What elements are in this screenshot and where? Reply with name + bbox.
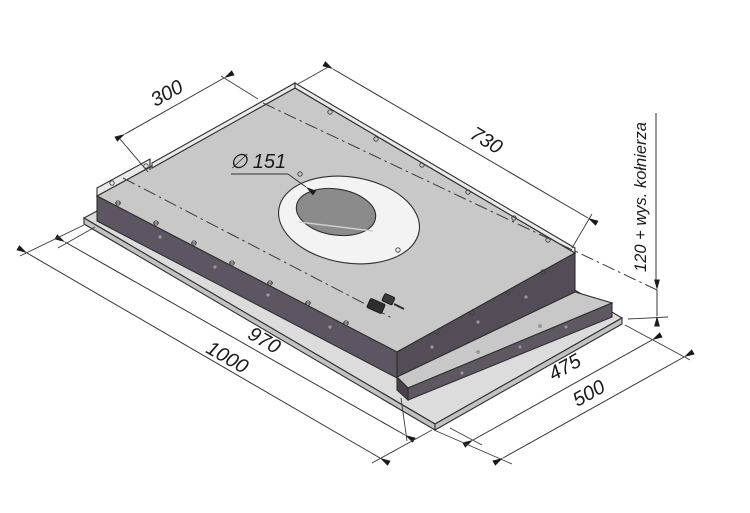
dim-300-ext-b — [220, 75, 259, 100]
dim-diameter-leader — [287, 173, 317, 196]
dim-500-line — [492, 349, 695, 466]
duct-hole-chord — [298, 221, 374, 232]
dim-diameter: ∅ 151 — [230, 151, 317, 196]
screw-mark — [109, 180, 115, 186]
dim-1000-line — [16, 245, 391, 466]
dim-970-ext-a — [57, 226, 96, 249]
screw-mark — [434, 329, 440, 335]
dim-300-label: 300 — [147, 76, 187, 111]
dim-height-ext-bottom — [627, 316, 669, 320]
screw-mark — [505, 290, 511, 296]
dim-730-ext-b — [571, 213, 593, 249]
dim-1000-ext-a — [19, 224, 85, 257]
screw-mark — [153, 220, 159, 226]
dim-height: 120 + wys. kołnierza — [627, 113, 669, 327]
dim-1000-ext-b — [371, 429, 433, 464]
dim-right-ext — [624, 324, 691, 361]
screw-mark — [115, 200, 121, 206]
dim-730-label: 730 — [466, 123, 506, 159]
screw-mark — [143, 163, 149, 169]
dim-300-line — [114, 70, 235, 142]
dim-500-ext-a — [433, 429, 513, 465]
dim-475-ext-a — [449, 427, 483, 446]
screw-mark — [469, 310, 475, 316]
dim-diameter-label: ∅ 151 — [230, 151, 286, 173]
dim-300-ext-a — [119, 138, 149, 173]
screw-mark — [297, 171, 303, 177]
screw-mark — [540, 269, 546, 275]
dim-height-label: 120 + wys. kołnierza — [632, 122, 650, 272]
dim-730-ext-a — [297, 65, 331, 85]
screw-mark — [545, 237, 551, 243]
dim-730-line — [322, 61, 599, 226]
dim-500-label: 500 — [569, 376, 609, 411]
